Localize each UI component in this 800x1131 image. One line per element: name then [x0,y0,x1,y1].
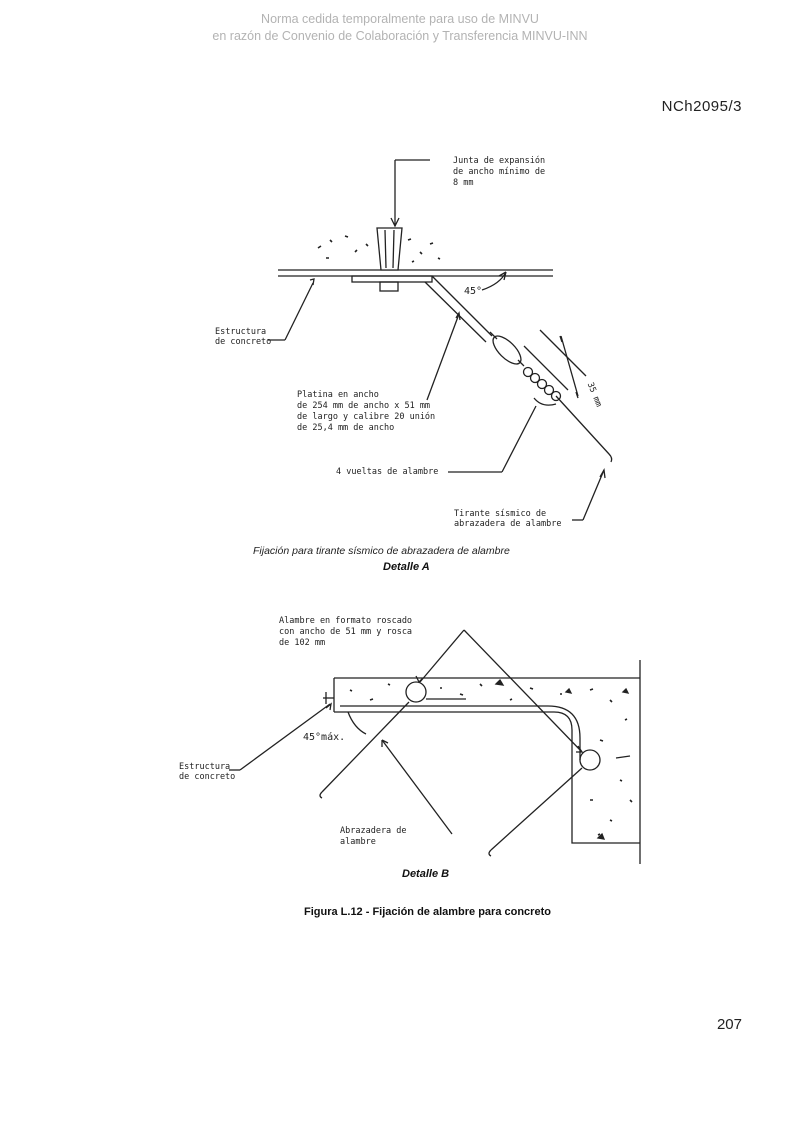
label-brace-2: abrazadera de alambre [454,519,562,529]
clamp-body [492,335,522,365]
expansion-joint [376,227,403,271]
label-turns: 4 vueltas de alambre [336,467,439,477]
label-structure-a-1: Estructura [215,327,267,337]
label-brace-1: Tirante sísmico de [454,509,547,519]
detail-a-title: Detalle A [383,561,430,573]
document-id: NCh2095/3 [661,98,742,115]
brace-b-2 [490,767,583,851]
label-wire-3: de 102 mm [279,638,326,648]
label-plate-4: de 25,4 mm de ancho [297,423,395,433]
label-structure-b-1: Estructura [179,762,231,772]
detail-a-caption: Fijación para tirante sísmico de abrazad… [253,545,510,557]
label-clamp-1: Abrazadera de [340,826,407,836]
watermark-line-2: en razón de Convenio de Colaboración y T… [212,29,588,43]
brace-b-1 [321,701,410,793]
label-plate-2: de 254 mm de ancho x 51 mm [297,401,431,411]
wire-loop-side [579,749,601,771]
label-wire-1: Alambre en formato roscado [279,616,413,626]
label-clamp-2: alambre [340,837,376,847]
page-number: 207 [716,1016,742,1033]
label-joint-2: de ancho mínimo de [453,167,546,177]
label-joint-1: Junta de expansión [453,156,546,166]
brace-wire [555,395,613,463]
label-wire-2: con ancho de 51 mm y rosca [279,627,413,637]
label-plate-3: de largo y calibre 20 unión [297,412,436,422]
label-plate-1: Platina en ancho [297,390,379,400]
label-angle-b: 45°máx. [303,732,346,743]
watermark-line-1: Norma cedida temporalmente para uso de M… [261,12,539,26]
detail-b-title: Detalle B [402,868,450,880]
label-joint-3: 8 mm [453,178,474,188]
label-structure-b-2: de concreto [179,772,236,782]
figure-caption: Figura L.12 - Fijación de alambre para c… [304,906,551,918]
label-angle-a: 45° [464,286,483,297]
label-structure-a-2: de concreto [215,337,272,347]
wire-loop-top [405,681,427,703]
